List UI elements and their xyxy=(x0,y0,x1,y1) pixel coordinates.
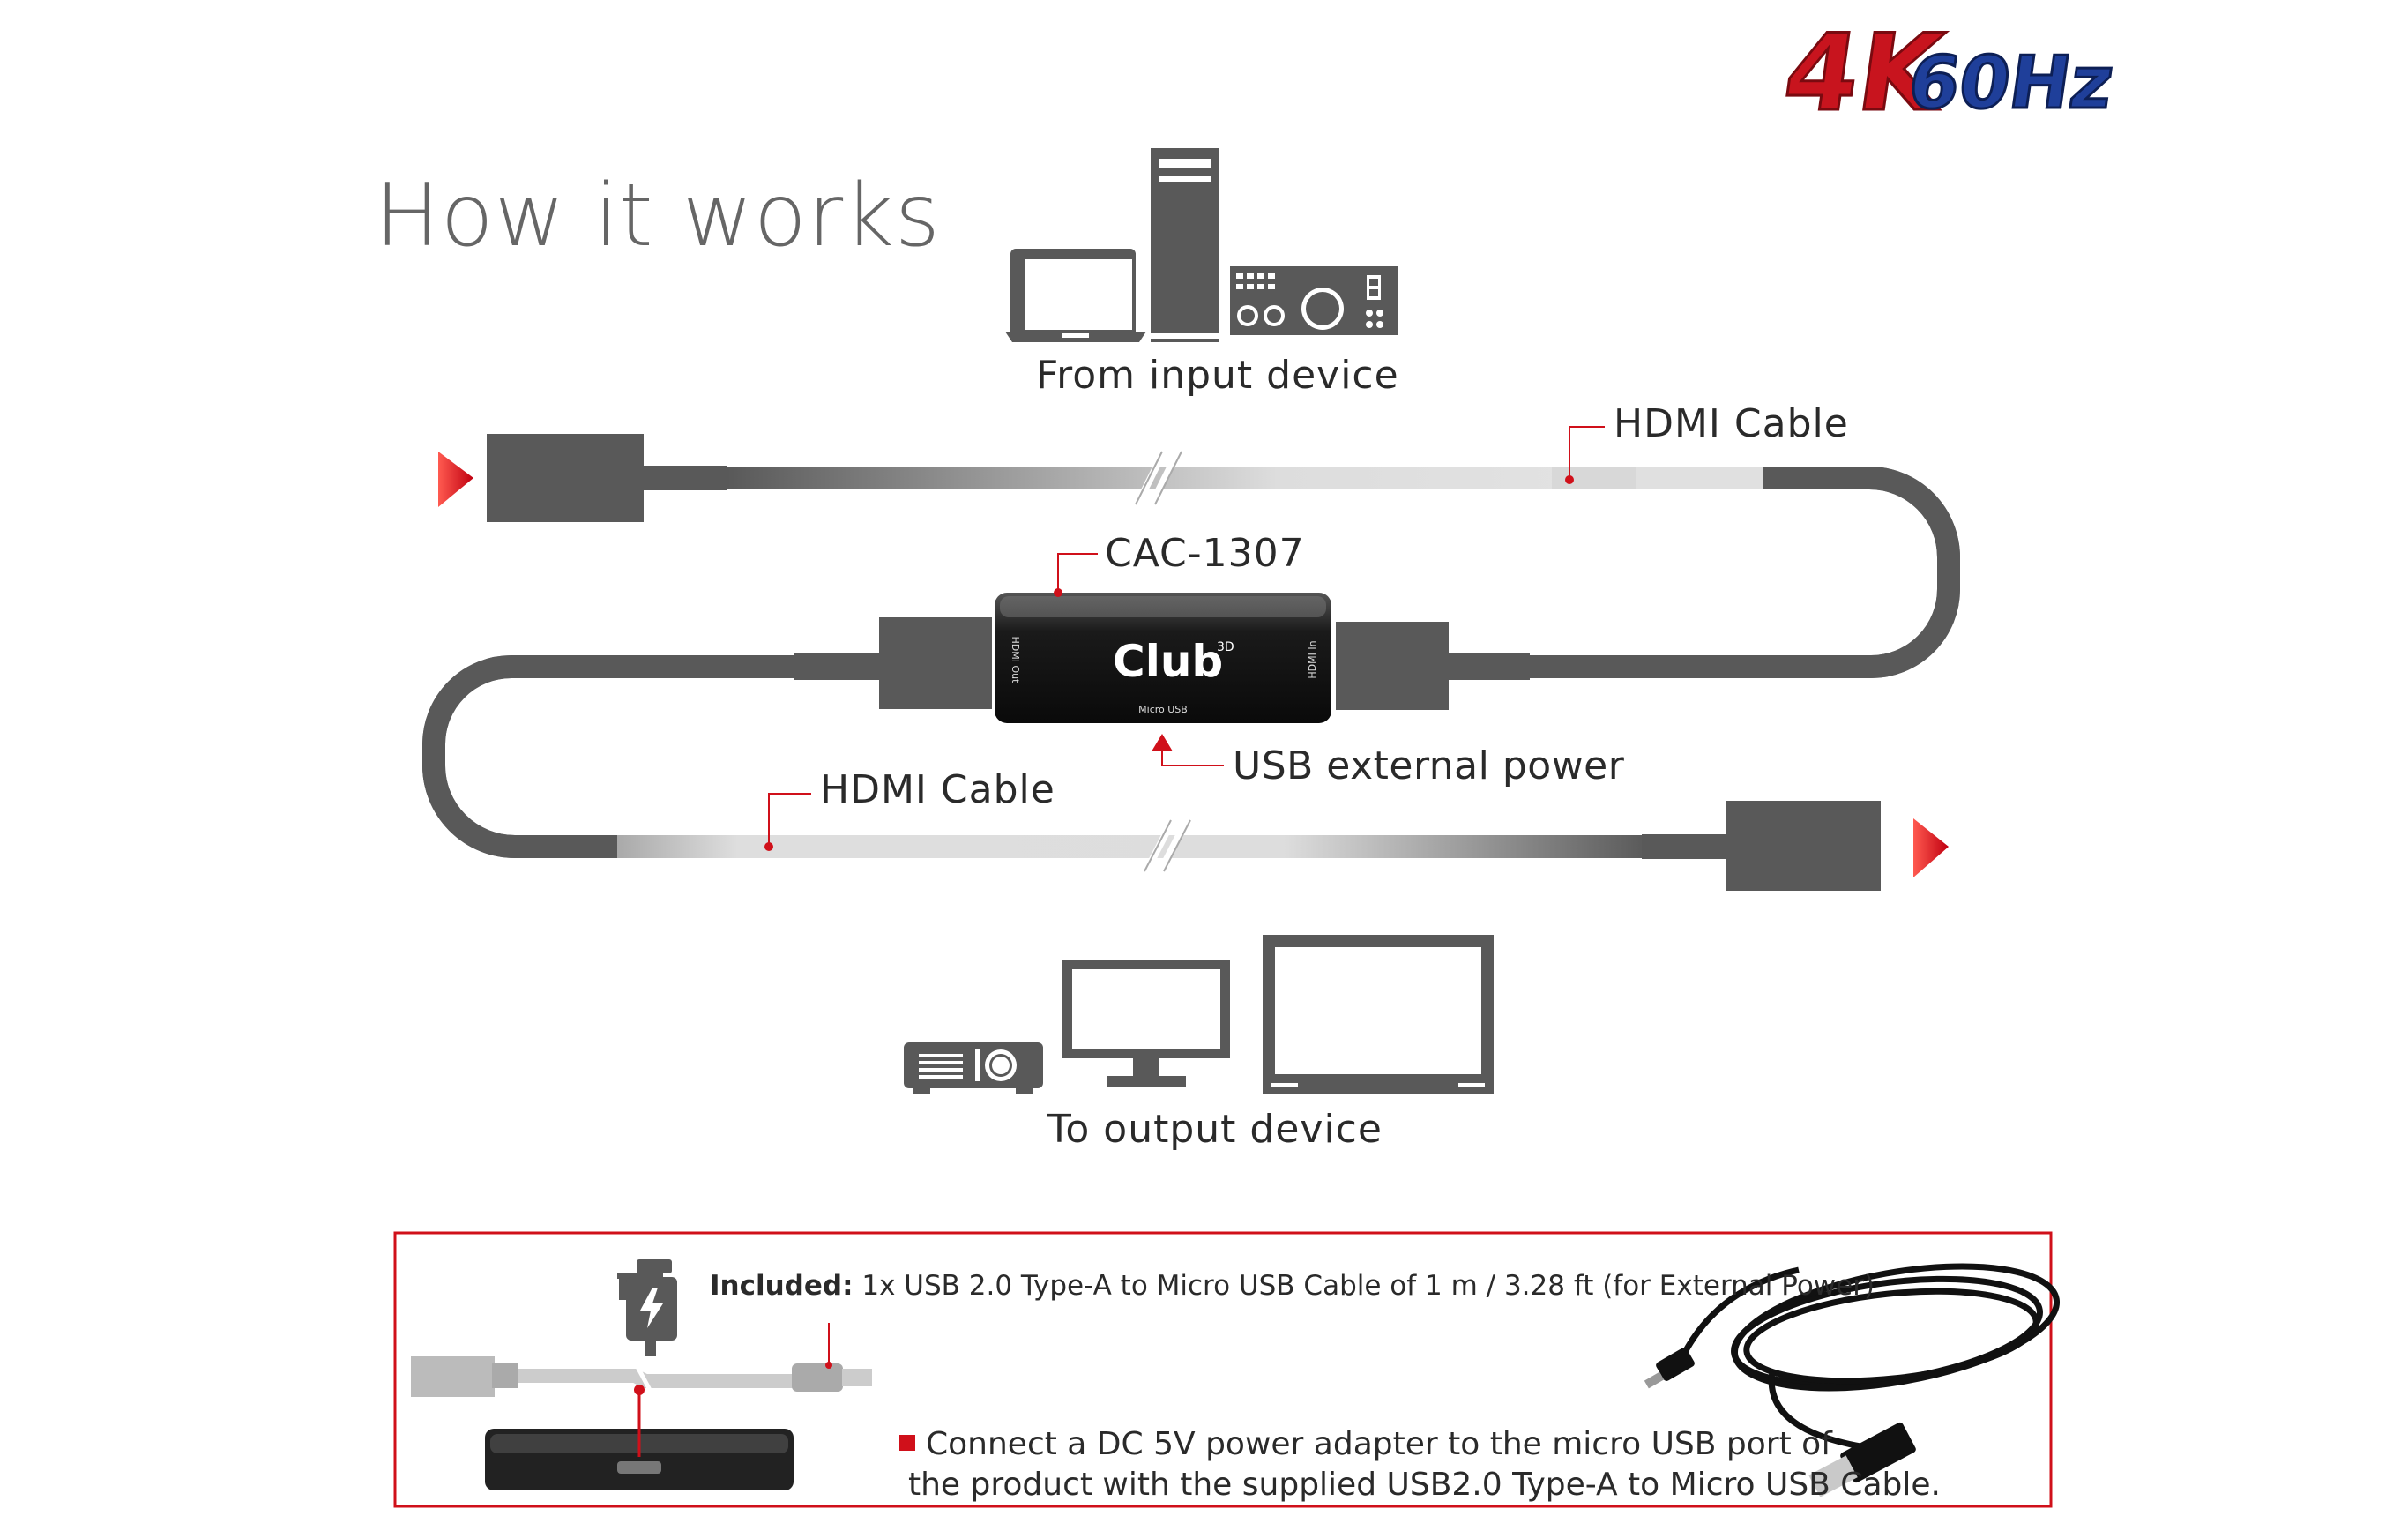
hdmi-in-plug xyxy=(1336,622,1530,710)
device-port-left-label: HDMI Out xyxy=(1010,637,1021,684)
callout-dots xyxy=(764,475,1574,851)
included-text: Included: 1x USB 2.0 Type-A to Micro USB… xyxy=(710,1270,1875,1302)
included-desc: 1x USB 2.0 Type-A to Micro USB Cable of … xyxy=(861,1270,1875,1302)
svg-text:3D: 3D xyxy=(1217,640,1234,654)
page-title: How it works xyxy=(375,166,941,266)
svg-text:4K: 4K xyxy=(1777,12,1954,135)
av-receiver-icon xyxy=(1230,266,1398,335)
note-line-2: the product with the supplied USB2.0 Typ… xyxy=(908,1467,1941,1503)
laptop-icon xyxy=(1005,249,1146,342)
hdmi-cable-top xyxy=(438,434,1960,678)
device-port-right-label: HDMI In xyxy=(1307,640,1318,678)
usb-connectors xyxy=(1644,1348,1916,1497)
4k-60hz-badge: 4K 60Hz xyxy=(1776,11,2120,136)
tv-icon xyxy=(1263,935,1494,1094)
device-port-bottom-label: Micro USB xyxy=(1138,704,1188,715)
hdmi-cable-top-label: HDMI Cable xyxy=(1614,401,1849,446)
output-device-label: To output device xyxy=(1047,1107,1383,1152)
note-line-1: Connect a DC 5V power adapter to the mic… xyxy=(926,1426,1832,1462)
svg-text:Club: Club xyxy=(1113,636,1223,687)
usb-cable-photo xyxy=(1681,1263,2061,1450)
included-box xyxy=(393,1231,2053,1508)
included-bold: Included: xyxy=(710,1270,854,1302)
tower-pc-icon xyxy=(1151,148,1219,342)
projector-icon xyxy=(904,1042,1043,1094)
hdmi-out-plug xyxy=(794,617,992,709)
input-device-label: From input device xyxy=(1036,353,1399,398)
svg-text:60Hz: 60Hz xyxy=(1904,41,2119,125)
usb-power-label: USB external power xyxy=(1233,743,1625,788)
usb-power-diagram xyxy=(411,1259,872,1490)
hdmi-cable-bottom-label: HDMI Cable xyxy=(820,767,1055,812)
hdmi-cable-bottom xyxy=(422,655,1949,891)
callout-lines xyxy=(768,426,1605,847)
cac-1307-adapter: Club 3D HDMI Out HDMI In Micro USB xyxy=(995,593,1331,723)
power-note: Connect a DC 5V power adapter to the mic… xyxy=(899,1424,1941,1505)
monitor-icon xyxy=(1062,960,1230,1087)
bullet-icon xyxy=(899,1435,915,1451)
model-label: CAC-1307 xyxy=(1105,531,1305,576)
